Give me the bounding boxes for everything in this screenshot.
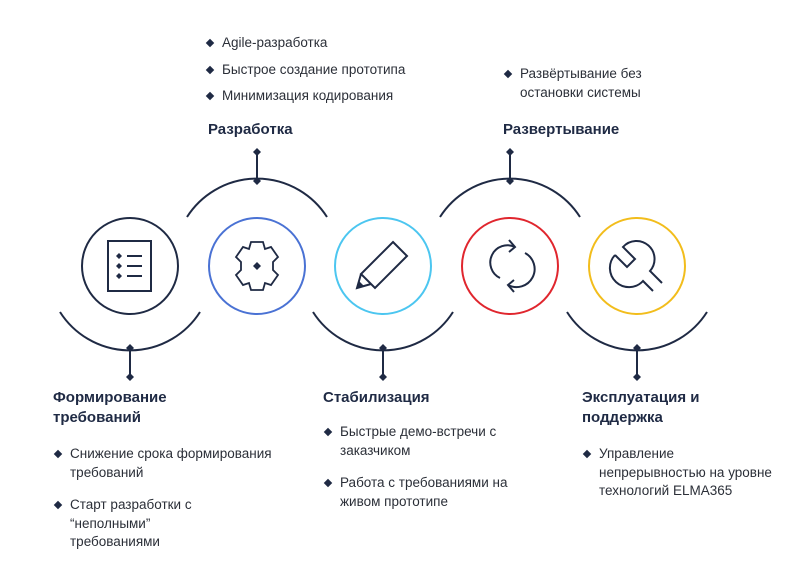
diamond-marker bbox=[126, 344, 134, 381]
list-item: Быстрые демо-встречи с заказчиком bbox=[323, 423, 535, 460]
list-item: Работа с требованиями на живом прототипе bbox=[323, 474, 535, 511]
checklist-icon bbox=[107, 240, 152, 292]
stage-list-operation: Управление непрерывностью на уровне техн… bbox=[582, 445, 774, 501]
stage-title-development: Разработка bbox=[208, 121, 293, 138]
list-item: Развёртывание без остановки системы bbox=[503, 65, 705, 102]
list-item-text: Работа с требованиями на живом прототипе bbox=[340, 475, 508, 509]
stage-ring-4 bbox=[461, 217, 559, 315]
list-item-text: Быстрое создание прототипа bbox=[222, 61, 406, 77]
stage-ring-5 bbox=[588, 217, 686, 315]
gear-icon bbox=[234, 241, 280, 291]
stage-list-requirements: Снижение срока формирования требований С… bbox=[53, 445, 295, 552]
diamond-marker bbox=[253, 148, 261, 185]
list-item: Снижение срока формирования требований bbox=[53, 445, 295, 482]
diamond-bullet-icon bbox=[582, 449, 592, 459]
diamond-bullet-icon bbox=[205, 65, 215, 74]
refresh-icon bbox=[489, 239, 536, 293]
stage-ring-1 bbox=[81, 217, 179, 315]
list-item: Быстрое создание прототипа bbox=[205, 57, 467, 84]
list-item: Управление непрерывностью на уровне техн… bbox=[582, 445, 774, 501]
list-item-text: Управление непрерывностью на уровне техн… bbox=[599, 446, 772, 498]
list-item-text: Минимизация кодирования bbox=[222, 88, 394, 103]
diamond-marker bbox=[506, 148, 514, 185]
diamond-bullet-icon bbox=[323, 427, 333, 437]
stage-ring-3 bbox=[334, 217, 432, 315]
list-item: Минимизация кодирования bbox=[205, 83, 467, 110]
diamond-bullet-icon bbox=[323, 478, 333, 488]
list-item-text: Развёртывание без остановки системы bbox=[520, 66, 642, 100]
list-item: Старт разработки с “неполными” требовани… bbox=[53, 496, 235, 552]
diamond-bullet-icon bbox=[53, 500, 63, 510]
diamond-marker bbox=[379, 344, 387, 381]
diamond-bullet-icon bbox=[503, 69, 513, 79]
wrench-icon bbox=[608, 239, 663, 292]
stage-list-stabilization: Быстрые демо-встречи с заказчиком Работа… bbox=[323, 423, 535, 511]
pencil-icon bbox=[355, 240, 409, 290]
stage-ring-2 bbox=[208, 217, 306, 315]
stage-list-development: Agile-разработка Быстрое создание протот… bbox=[205, 30, 467, 110]
diamond-bullet-icon bbox=[205, 38, 215, 48]
list-item-text: Снижение срока формирования требований bbox=[70, 446, 272, 480]
diamond-bullet-icon bbox=[205, 91, 215, 101]
diamond-marker bbox=[633, 344, 641, 381]
list-item: Agile-разработка bbox=[205, 30, 467, 57]
stage-title-requirements: Формирование требований bbox=[53, 389, 167, 426]
stage-title-operation: Эксплуатация и поддержка bbox=[582, 389, 700, 426]
stage-list-deployment: Развёртывание без остановки системы bbox=[503, 65, 705, 102]
stage-title-stabilization: Стабилизация bbox=[323, 389, 430, 406]
stage-title-deployment: Развертывание bbox=[503, 121, 620, 138]
diamond-bullet-icon bbox=[53, 449, 63, 459]
list-item-text: Agile-разработка bbox=[222, 35, 328, 50]
list-item-text: Старт разработки с “неполными” требовани… bbox=[70, 497, 192, 549]
list-item-text: Быстрые демо-встречи с заказчиком bbox=[340, 424, 497, 458]
